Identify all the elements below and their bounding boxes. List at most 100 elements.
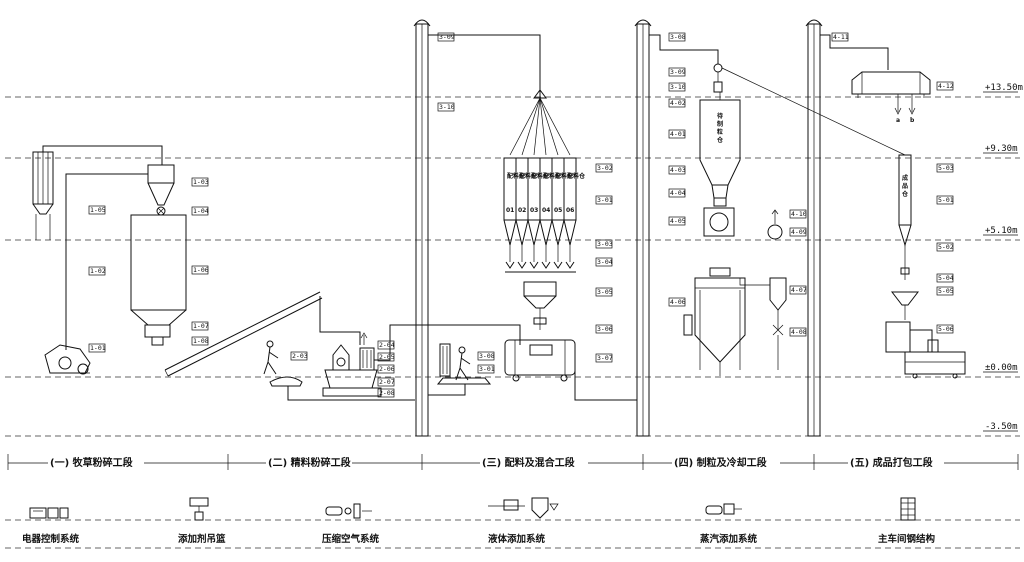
- level-text: +13.50m: [985, 83, 1023, 93]
- steam-addition-icon: [705, 503, 742, 515]
- equipment-tag: 4-03: [670, 166, 686, 174]
- equipment-tag: 5-05: [938, 287, 954, 295]
- system-label: 蒸汽添加系统: [700, 533, 758, 545]
- equipment-tag: 3-03: [597, 240, 613, 248]
- equipment-tag: 3-08: [670, 33, 686, 41]
- section-title: (一) 牧草粉碎工段: [50, 456, 133, 469]
- equipment-tag: 5-02: [938, 243, 954, 251]
- level-text: +5.10m: [985, 226, 1018, 236]
- equipment-tag: 1-01: [90, 344, 106, 352]
- equipment-tag: 3-06: [597, 325, 613, 333]
- section-title: (二) 精料粉碎工段: [268, 456, 351, 469]
- equipment-tag: 2-07: [379, 378, 395, 386]
- section-2-equipment: [263, 296, 521, 401]
- equipment-tag: 2-03: [292, 352, 308, 360]
- product-bin-label: 成品仓: [901, 174, 909, 198]
- bin-label: 配料仓: [567, 172, 586, 180]
- system-label: 主车间钢结构: [878, 533, 936, 545]
- silo-label: 待制粒仓: [716, 112, 724, 144]
- section-5-tags: 4-11 4-12 5-03 5-01 5-02 5-04 5-05 5-06: [831, 32, 954, 334]
- outlet-label: a: [896, 117, 900, 124]
- bin-number: 05: [554, 207, 562, 214]
- level-marker: +5.10m: [983, 226, 1018, 236]
- liquid-addition-icon: [488, 497, 559, 519]
- electric-control-icon: [29, 507, 69, 519]
- equipment-tag: 3-09: [439, 33, 455, 41]
- equipment-tag: 1-05: [90, 206, 106, 214]
- level-marker: ±0.00m: [983, 363, 1018, 373]
- section-title: (五) 成品打包工段: [850, 456, 933, 469]
- bin-number: 04: [542, 207, 550, 214]
- equipment-tag: 5-06: [938, 325, 954, 333]
- equipment-tag: 4-04: [670, 189, 686, 197]
- equipment-tag: 2-05: [379, 353, 395, 361]
- equipment-tag: 1-02: [90, 267, 106, 275]
- bin-number: 03: [530, 207, 538, 214]
- section-3-tags: 3-09 3-10 3-02 3-01 3-03 3-04 3-05 3-06 …: [437, 32, 613, 374]
- equipment-tag: 1-08: [193, 337, 209, 345]
- steel-structure-icon: [900, 497, 916, 521]
- equipment-tag: 1-07: [193, 322, 209, 330]
- section-title: (三) 配料及混合工段: [482, 456, 575, 469]
- section-5-equipment: a b 成品仓: [820, 34, 966, 379]
- bin-label: 配料仓: [519, 172, 538, 180]
- equipment-tag: 4-02: [670, 99, 686, 107]
- auxiliary-systems: 电器控制系统 添加剂吊篮 压缩空气系统 液体添加系统 蒸汽添加系统 主车间钢结构: [5, 497, 1020, 549]
- section-4-tags: 3-08 3-09 3-10 4-02 4-01 4-03 4-04 4-05 …: [668, 32, 807, 337]
- section-1-equipment: [32, 145, 323, 377]
- elevation-lines: [5, 96, 1020, 437]
- equipment-tag: 4-01: [670, 130, 686, 138]
- equipment-tag: 4-11: [833, 33, 849, 41]
- equipment-tag: 3-10: [670, 83, 686, 91]
- equipment-tag: 3-08: [479, 352, 495, 360]
- equipment-tag: 4-09: [791, 228, 807, 236]
- equipment-tag: 3-04: [597, 258, 613, 266]
- bin-number: 02: [518, 207, 526, 214]
- section-1-tags: 1-05 1-03 1-04 1-02 1-06 1-07 1-08 1-01: [88, 177, 209, 353]
- equipment-tag: 5-04: [938, 274, 954, 282]
- compressed-air-icon: [325, 503, 372, 519]
- equipment-tag: 3-01: [597, 196, 613, 204]
- section-4-equipment: 待制粒仓: [649, 34, 906, 376]
- level-text: -3.50m: [985, 422, 1018, 432]
- level-markers: +13.50m +9.30m +5.10m ±0.00m -3.50m: [983, 83, 1023, 432]
- bucket-elevators: [413, 19, 823, 437]
- equipment-tag: 4-07: [791, 286, 807, 294]
- section-bar: (一) 牧草粉碎工段 (二) 精料粉碎工段 (三) 配料及混合工段 (四) 制粒…: [7, 454, 1019, 470]
- bin-label: 配料仓: [507, 172, 526, 180]
- equipment-tag: 3-01: [479, 365, 495, 373]
- bin-number: 06: [566, 207, 574, 214]
- bin-label: 配料仓: [543, 172, 562, 180]
- equipment-tag: 3-09: [670, 68, 686, 76]
- level-marker: -3.50m: [983, 422, 1018, 432]
- additive-hoist-icon: [189, 497, 209, 521]
- level-text: +9.30m: [985, 144, 1018, 154]
- equipment-tag: 4-10: [791, 210, 807, 218]
- system-label: 液体添加系统: [488, 533, 546, 545]
- equipment-tag: 1-03: [193, 178, 209, 186]
- equipment-tag: 5-03: [938, 164, 954, 172]
- section-title: (四) 制粒及冷却工段: [674, 456, 767, 469]
- equipment-tag: 3-05: [597, 288, 613, 296]
- equipment-tag: 2-06: [379, 365, 395, 373]
- equipment-tag: 3-10: [439, 103, 455, 111]
- section-3-equipment: 配料仓 配料仓 配料仓 配料仓 配料仓 配料仓 01 02 03 04 05 0…: [428, 34, 637, 401]
- system-label: 压缩空气系统: [322, 533, 380, 545]
- equipment-tag: 5-01: [938, 196, 954, 204]
- equipment-tag: 4-12: [938, 82, 954, 90]
- system-label: 电器控制系统: [22, 533, 80, 545]
- equipment-tag: 1-04: [193, 207, 209, 215]
- outlet-label: b: [910, 117, 915, 124]
- system-label: 添加剂吊篮: [178, 533, 226, 545]
- equipment-tag: 4-05: [670, 217, 686, 225]
- level-marker: +13.50m: [983, 83, 1023, 93]
- equipment-tag: 1-06: [193, 266, 209, 274]
- batching-bins: 配料仓 配料仓 配料仓 配料仓 配料仓 配料仓 01 02 03 04 05 0…: [503, 157, 586, 273]
- bin-label: 配料仓: [531, 172, 550, 180]
- bin-label: 配料仓: [555, 172, 574, 180]
- section-2-tags: 2-03 2-04 2-05 2-06 2-07 2-08: [290, 340, 395, 398]
- equipment-tag: 2-08: [379, 389, 395, 397]
- equipment-tag: 3-02: [597, 164, 613, 172]
- level-marker: +9.30m: [983, 144, 1018, 154]
